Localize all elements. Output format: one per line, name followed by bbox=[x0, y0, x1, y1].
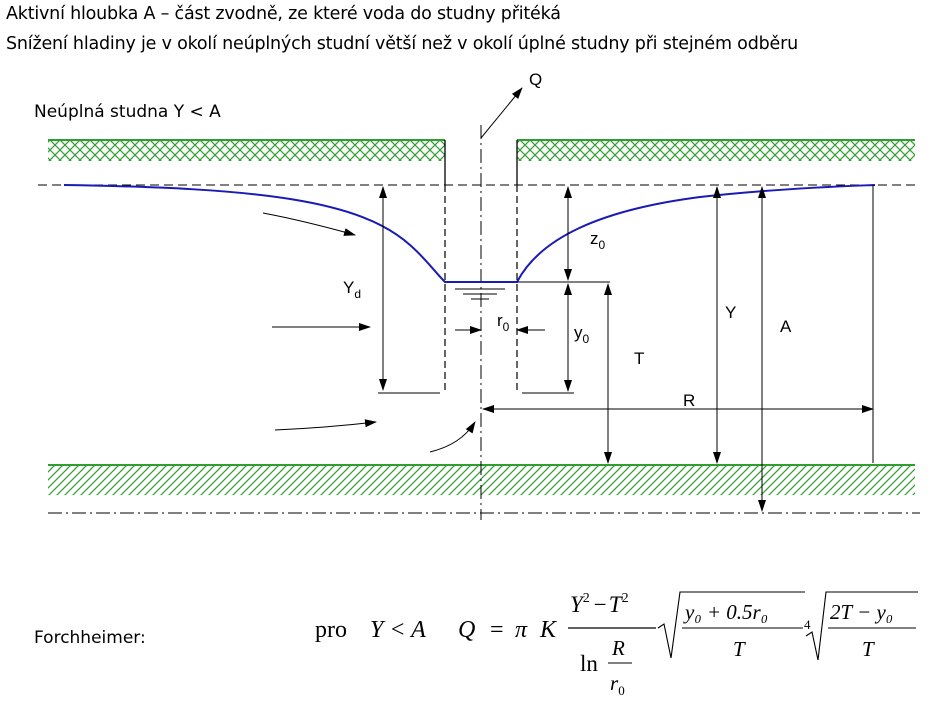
formula-den-ln: ln bbox=[580, 651, 598, 676]
formula-sqrt2-numerator: 2T − y₀ bbox=[830, 600, 893, 624]
formula-sqrt1-sign bbox=[657, 591, 805, 659]
r0-label: r0 bbox=[497, 311, 510, 334]
formula-numerator: Y2−T2 bbox=[570, 591, 629, 617]
depression-curve bbox=[63, 184, 876, 283]
formula-q: Q bbox=[458, 617, 475, 643]
t-label: T bbox=[634, 349, 644, 368]
z0-label: z0 bbox=[590, 229, 606, 252]
inflow-arrow-1 bbox=[262, 212, 356, 236]
formula-root-index: 4 bbox=[804, 617, 811, 632]
a-label: A bbox=[780, 317, 792, 336]
r-label: R bbox=[683, 391, 695, 410]
q-label: Q bbox=[529, 70, 542, 89]
header-line-1: Aktivní hloubka A – část zvodně, ze kter… bbox=[6, 4, 561, 24]
formula-equals: = bbox=[490, 617, 504, 643]
formula-sqrt1-denominator: T bbox=[733, 637, 746, 661]
y0-label: y0 bbox=[574, 323, 590, 346]
formula-pi: π bbox=[515, 617, 528, 643]
q-arrow bbox=[480, 87, 523, 139]
formula-label: Forchheimer: bbox=[34, 628, 146, 648]
top-soil-right bbox=[517, 140, 915, 161]
inflow-arrow-3 bbox=[274, 419, 377, 431]
header-line-2: Snížení hladiny je v okolí neúplných stu… bbox=[6, 34, 798, 54]
top-soil-left bbox=[48, 140, 445, 161]
formula-pro: pro bbox=[315, 617, 347, 643]
formula-condition: Y < A bbox=[370, 617, 426, 643]
formula-den-r: R bbox=[611, 636, 625, 660]
forchheimer-formula: pro Y < A Q = π K Y2−T2 ln R r0 y₀ + 0.5… bbox=[315, 591, 918, 698]
formula-sqrt2-denominator: T bbox=[862, 637, 875, 661]
formula-sqrt1-numerator: y₀ + 0.5r₀ bbox=[683, 600, 768, 624]
formula-k: K bbox=[539, 617, 558, 643]
y-label: Y bbox=[725, 303, 736, 322]
diagram-subtitle: Neúplná studna Y < A bbox=[34, 102, 221, 122]
formula-sqrt2-sign bbox=[805, 591, 918, 661]
yd-label: Yd bbox=[343, 278, 361, 301]
inflow-arrow-4 bbox=[429, 421, 476, 453]
formula-den-r0: r0 bbox=[610, 671, 625, 698]
